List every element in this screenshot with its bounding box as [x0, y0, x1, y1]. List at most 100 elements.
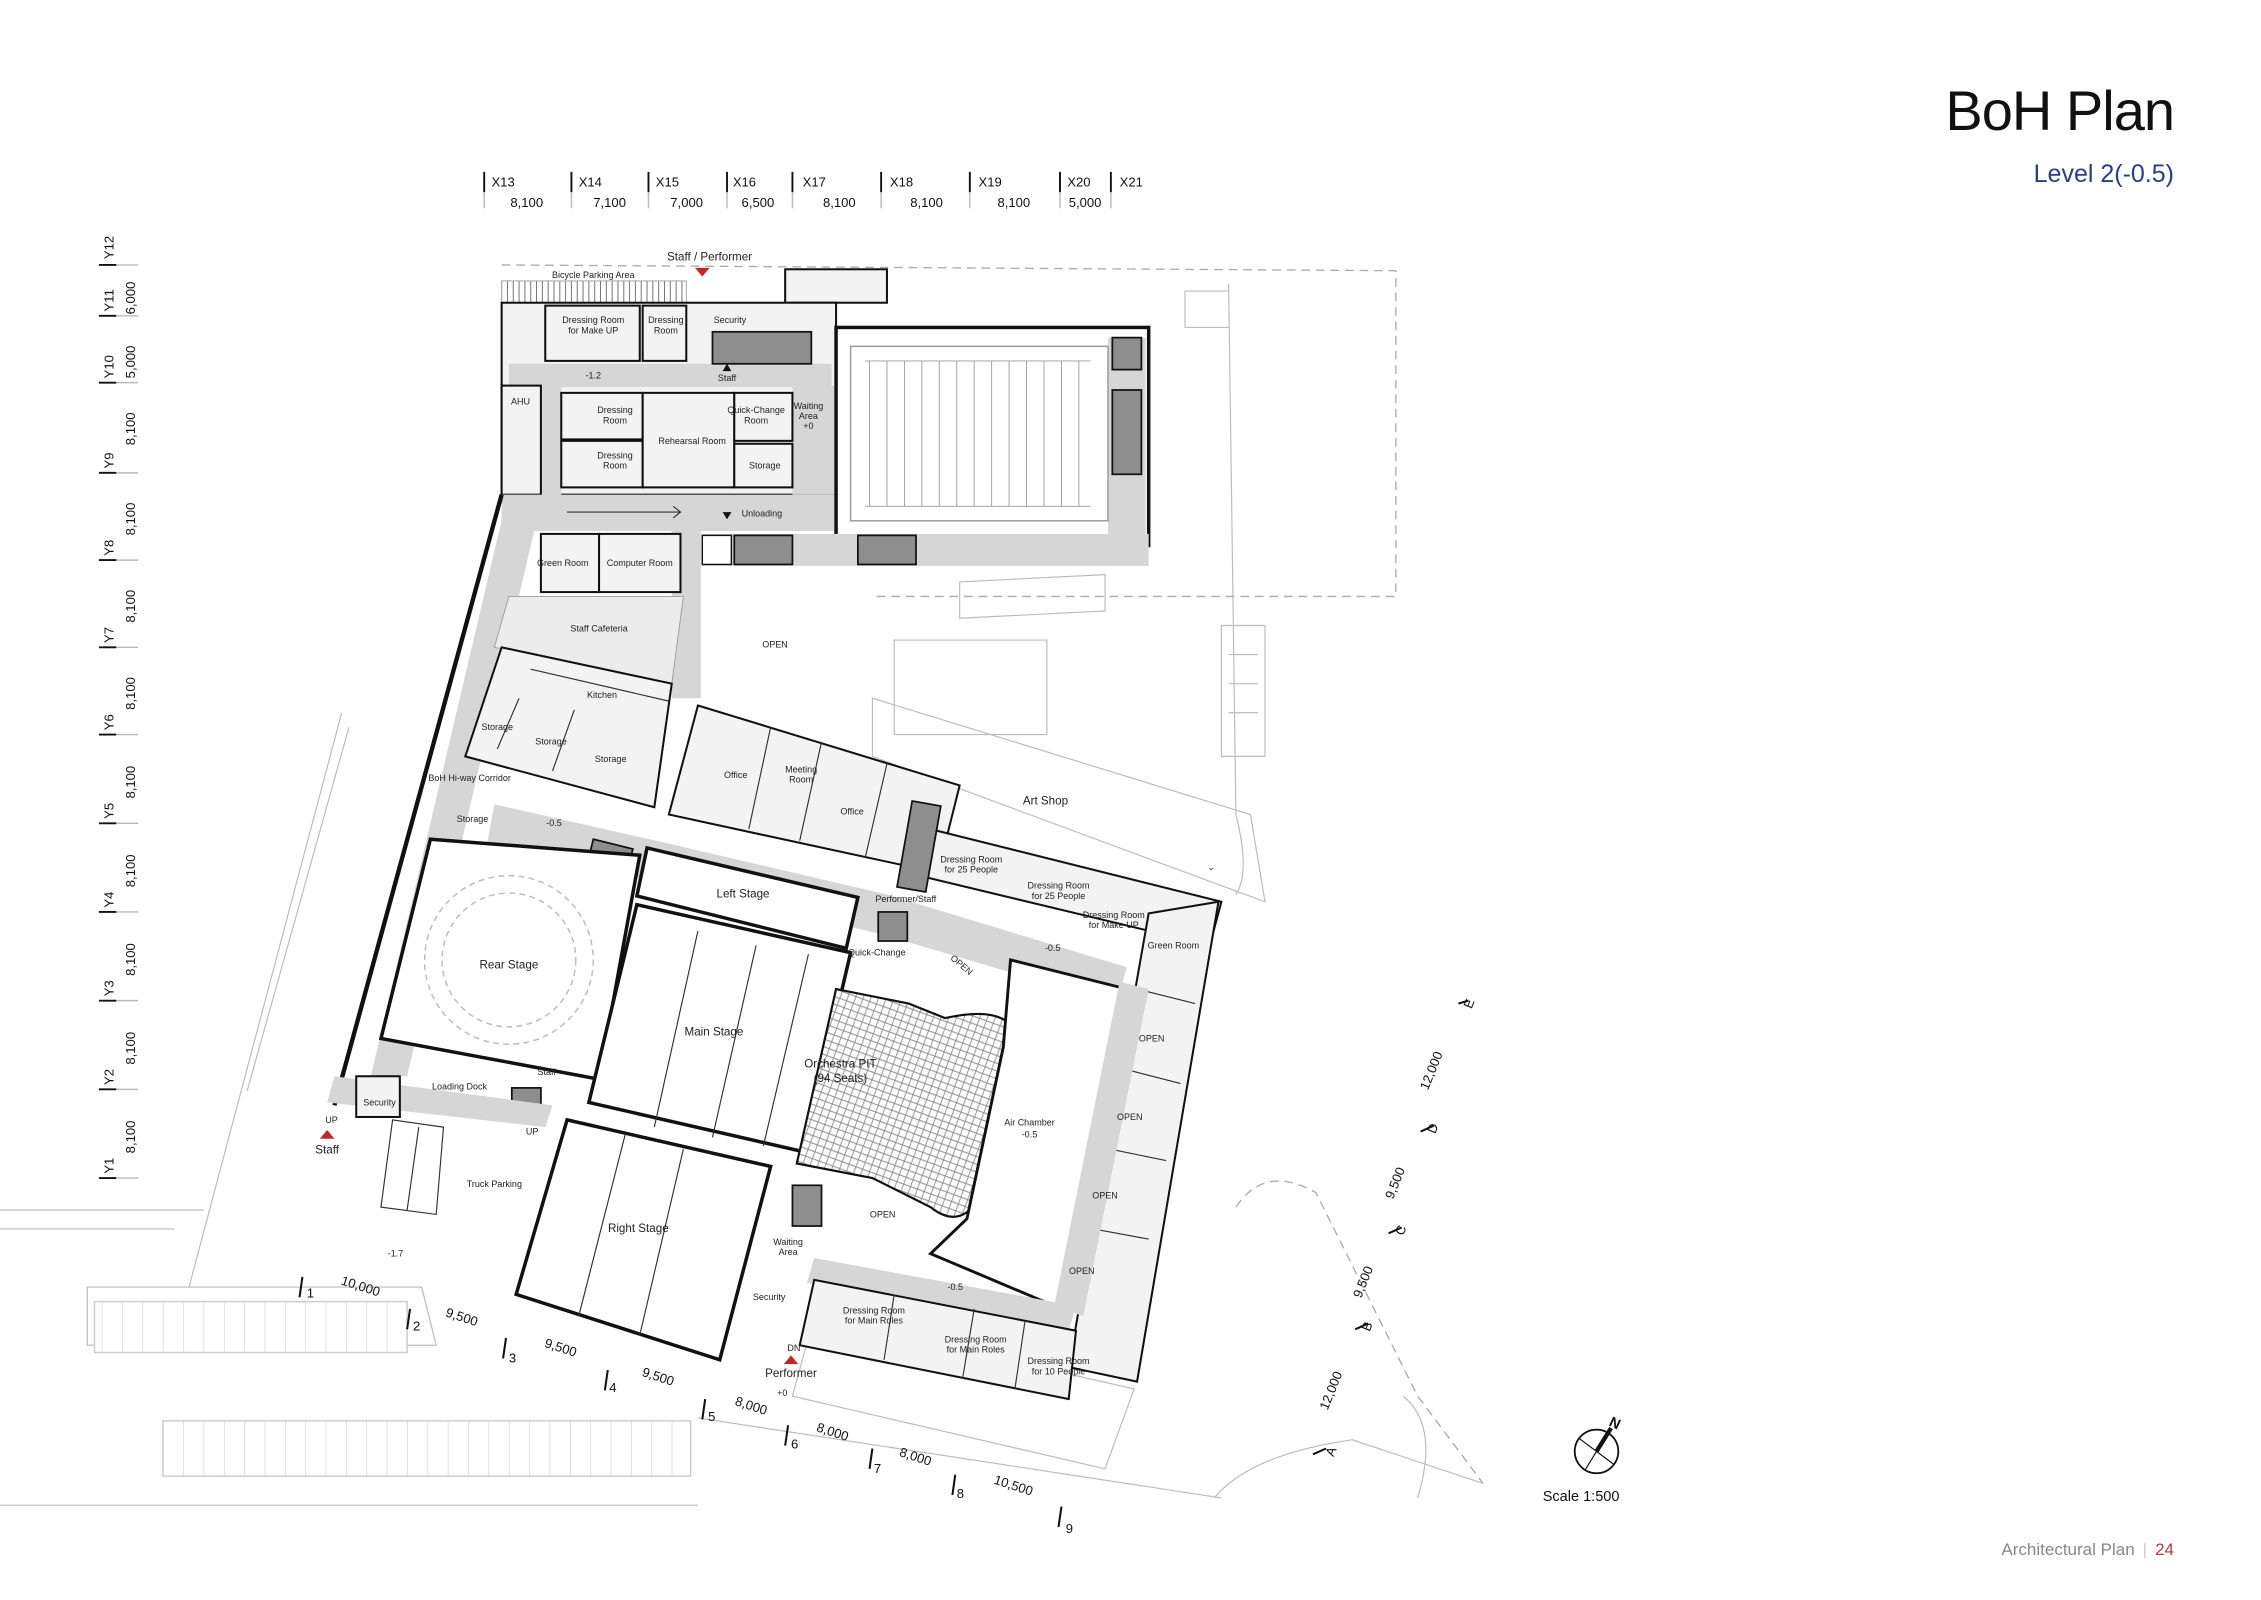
grid-label: X21 — [1120, 174, 1143, 189]
page-title: BoH Plan — [1945, 79, 2175, 142]
grid-dim: 9,500 — [1382, 1165, 1408, 1201]
room-label: OPEN — [1139, 1033, 1165, 1043]
room-label: for 10 People — [1032, 1366, 1086, 1376]
room-label: Main Stage — [685, 1026, 744, 1039]
entrance-label: Staff — [315, 1143, 339, 1156]
room-label: for 25 People — [1032, 891, 1086, 901]
room-label: -1.7 — [388, 1249, 404, 1259]
room-label: Storage — [749, 460, 781, 470]
room-label: Loading Dock — [432, 1081, 488, 1091]
room-label: Room — [789, 775, 813, 785]
grid-label: Y10 — [101, 355, 116, 378]
page-footer: Architectural Plan|24 — [2001, 1540, 2174, 1560]
room-label: for Main Roles — [845, 1315, 904, 1325]
entrance-marker-icon — [783, 1355, 799, 1365]
grid-label: 8 — [957, 1486, 964, 1501]
grid-label: E — [1460, 997, 1477, 1011]
grid-label: Y1 — [101, 1158, 116, 1174]
grid-dim: 12,000 — [1417, 1049, 1446, 1092]
room-label: -0.5 — [948, 1282, 964, 1292]
room-label: +0 — [803, 421, 813, 431]
room-label: Office — [724, 770, 747, 780]
grid-dim: 8,100 — [997, 195, 1030, 210]
grid-label: X18 — [890, 174, 913, 189]
room-label: Storage — [535, 737, 567, 747]
grid-label: Y8 — [101, 540, 116, 556]
grid-dim: 8,100 — [823, 195, 856, 210]
plan-marker-v: ⌄ — [1207, 862, 1215, 872]
room-label: Rear Stage — [480, 959, 539, 972]
room-label: for 25 People — [945, 865, 999, 875]
room-label: Truck Parking — [467, 1179, 522, 1189]
room-label: OPEN — [1069, 1266, 1095, 1276]
grid-dim: 8,000 — [898, 1444, 934, 1468]
grid-dim: 6,500 — [742, 195, 775, 210]
north-arrow: N Scale 1:500 — [1543, 1414, 1623, 1504]
room-label: (94 Seats) — [814, 1072, 868, 1085]
grid-label: X14 — [579, 174, 602, 189]
grid-label: 5 — [708, 1409, 715, 1424]
footer-section: Architectural Plan — [2001, 1540, 2135, 1559]
room-label: for Make UP — [568, 325, 618, 335]
room-label: Room — [603, 415, 627, 425]
room-label: Waiting — [794, 401, 824, 411]
entrance-label: Staff / Performer — [667, 251, 752, 264]
entrance-label: Performer — [765, 1367, 817, 1380]
room-label: Dressing Room — [1083, 910, 1145, 920]
grid-dim: 8,100 — [123, 503, 138, 536]
entrance-marker-icon — [319, 1130, 335, 1139]
room-label: Security — [753, 1292, 786, 1302]
grid-dim: 9,500 — [444, 1305, 480, 1329]
grid-dim: 7,100 — [593, 195, 626, 210]
grid-dim: 8,100 — [910, 195, 943, 210]
grid-dim: 8,000 — [733, 1393, 769, 1417]
room-label: Area — [779, 1247, 798, 1257]
grid-label: 2 — [413, 1319, 420, 1334]
grid-label: Y2 — [101, 1069, 116, 1085]
grid-label: 9 — [1066, 1521, 1073, 1536]
grid-dim: 7,000 — [670, 195, 703, 210]
room-label: Staff — [538, 1067, 557, 1077]
grid-label: 4 — [609, 1380, 616, 1395]
room-label: -0.5 — [1022, 1129, 1038, 1139]
room-labels: Bicycle Parking Area Dressing Room for M… — [325, 270, 1199, 1398]
grid-dim: 10,000 — [339, 1273, 382, 1300]
room-label: Office — [840, 807, 863, 817]
north-label: N — [1606, 1414, 1622, 1433]
room-label: Waiting — [773, 1237, 803, 1247]
room-label: Dressing — [597, 450, 633, 460]
grid-label: Y6 — [101, 714, 116, 730]
room-label: Right Stage — [608, 1222, 669, 1235]
room-label: Green Room — [537, 558, 589, 568]
room-label: Security — [714, 315, 747, 325]
entrance-marker-icon — [695, 267, 710, 277]
grid-label: 6 — [791, 1436, 798, 1451]
room-label: Dressing Room — [1028, 881, 1090, 891]
room-label: Room — [654, 325, 678, 335]
room-label: Quick-Change — [727, 405, 785, 415]
footer-divider: | — [2142, 1540, 2148, 1559]
grid-dim: 8,100 — [123, 766, 138, 799]
grid-y: Y12 Y11 6,000 Y10 5,000 Y9 8,100 Y8 8,10… — [98, 236, 138, 1179]
grid-dim: 12,000 — [1316, 1369, 1345, 1412]
grid-label: 3 — [509, 1351, 516, 1366]
room-label: +0 — [777, 1388, 787, 1398]
room-label: Storage — [457, 814, 489, 824]
grid-dim: 8,100 — [123, 1121, 138, 1154]
grid-label: X20 — [1067, 174, 1090, 189]
grid-label: X17 — [803, 174, 826, 189]
room-label: Kitchen — [587, 690, 617, 700]
grid-label: B — [1359, 1319, 1376, 1333]
level-subtitle: Level 2(-0.5) — [2033, 160, 2174, 188]
grid-dim: 8,000 — [815, 1420, 851, 1444]
entrances: Staff / Performer Staff Performer — [315, 251, 817, 1381]
grid-label: 1 — [307, 1285, 314, 1300]
room-label: Left Stage — [717, 887, 770, 900]
room-label: -0.5 — [1045, 943, 1061, 953]
room-label: for Make UP — [1089, 920, 1139, 930]
grid-dim: 8,100 — [123, 677, 138, 710]
room-label: Dressing Room — [843, 1305, 905, 1315]
grid-label: D — [1424, 1121, 1441, 1135]
room-label: Air Chamber — [1004, 1118, 1055, 1128]
